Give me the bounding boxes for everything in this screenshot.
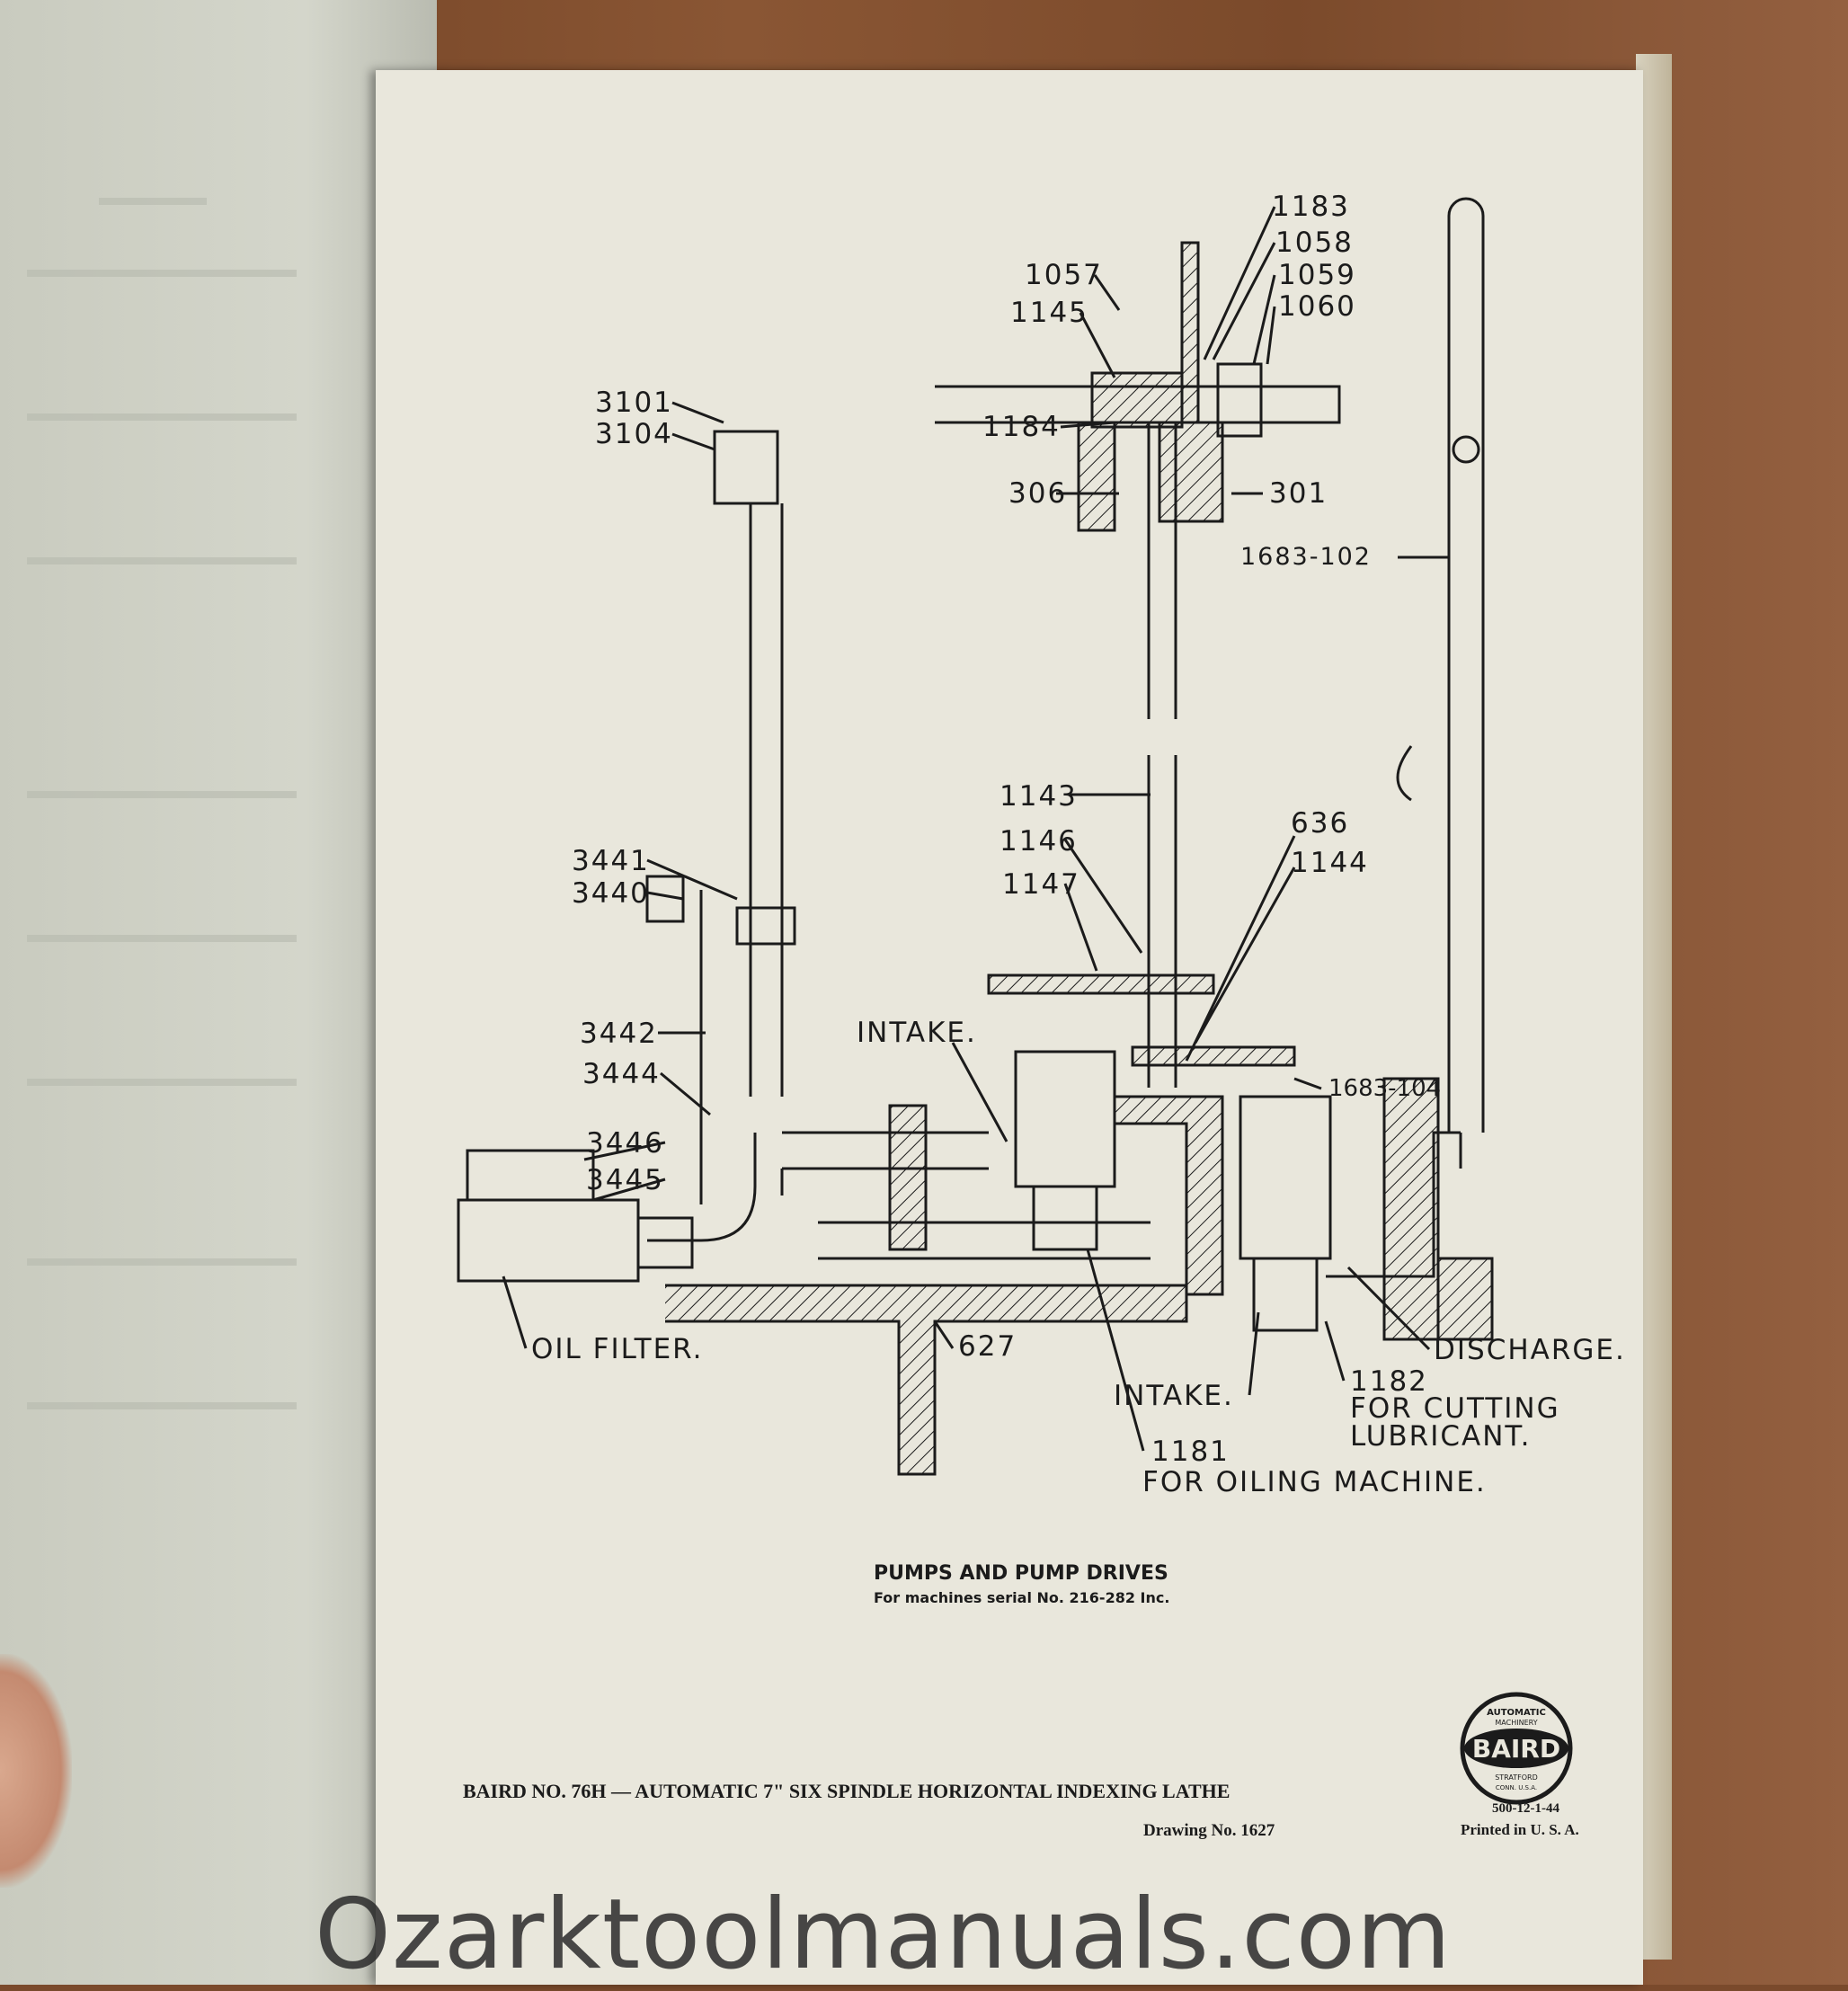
svg-text:AUTOMATIC: AUTOMATIC [1487,1708,1546,1718]
callout-1683-104: 1683-104 [1328,1075,1442,1102]
left-page [0,0,437,1985]
oil-filter-body [457,1198,640,1283]
label-for-cutting: FOR CUTTING [1350,1392,1560,1425]
drawing-subtitle: For machines serial No. 216-282 Inc. [874,1589,1170,1606]
footer-machine-title: BAIRD NO. 76H — AUTOMATIC 7" SIX SPINDLE… [463,1780,1231,1802]
bearing-housing [1077,421,1224,532]
pump-1182-base [1252,1257,1319,1332]
leader-lines-shaft [1056,274,1263,495]
vertical-pipe [1447,197,1485,899]
callout-1143: 1143 [1000,780,1078,813]
vertical-shaft [1147,422,1177,1088]
horizontal-pipes [782,1131,1151,1260]
callout-636: 636 [1291,807,1350,840]
leader-lines-top [1203,206,1276,365]
callout-1146: 1146 [1000,825,1078,858]
pump-1181-base [1032,1185,1098,1251]
callout-3441: 3441 [572,845,650,877]
faint-text [27,1258,297,1266]
callout-1058: 1058 [1275,227,1354,259]
thumb [0,1654,72,1888]
pump-1182 [1239,1095,1332,1260]
side-casting [1382,1077,1494,1341]
right-page [376,70,1643,1985]
callout-1183: 1183 [1272,191,1350,223]
leader-lines-lower [646,858,1322,1142]
callout-1057: 1057 [1025,259,1103,291]
faint-text [27,413,297,421]
label-intake-upper: INTAKE. [857,1017,977,1049]
drawing-number: Drawing No. 1627 [1143,1821,1275,1840]
faint-text [27,935,297,942]
housing-wall [1180,241,1200,424]
callout-3446: 3446 [586,1127,664,1160]
label-oil-filter: OIL FILTER. [531,1333,704,1365]
lock-nuts [1216,362,1263,438]
label-for-oiling-machine: FOR OILING MACHINE. [1142,1466,1487,1498]
callout-3104: 3104 [595,418,673,450]
leader-lines-middle [1063,793,1296,1062]
leader-lines-filter [502,1141,955,1349]
faint-text [27,557,297,564]
callout-301: 301 [1269,477,1328,510]
callout-3442: 3442 [580,1018,658,1050]
pipe-coupling [735,906,796,946]
pump-1181 [1014,1050,1116,1188]
print-code: 500-12-1-44 [1492,1801,1559,1816]
pipe-fitting [1452,435,1480,464]
faint-text [27,1079,297,1086]
filter-bracket [466,1149,595,1202]
discharge-pipe [1326,899,1485,1278]
faint-text [99,198,207,205]
faint-text [27,791,297,798]
intake-casting [888,1104,928,1251]
callout-3445: 3445 [586,1164,664,1196]
label-discharge: DISCHARGE. [1434,1334,1626,1366]
vertical-pipe-left [749,503,784,1097]
callout-627: 627 [958,1330,1017,1363]
filter-fitting [636,1216,694,1269]
callout-1683-102: 1683-102 [1240,543,1372,571]
svg-text:STRATFORD: STRATFORD [1495,1773,1538,1782]
svg-text:MACHINERY: MACHINERY [1495,1719,1537,1727]
pipe-elbow [647,1133,784,1242]
gear-hub [1090,371,1184,429]
callout-1060: 1060 [1278,290,1356,323]
callout-1059: 1059 [1278,259,1356,291]
callout-3440: 3440 [572,877,650,910]
label-intake-lower: INTAKE. [1114,1380,1234,1412]
callout-1144: 1144 [1291,847,1369,879]
mounting-plate [987,973,1215,995]
bracket-3101 [713,430,779,505]
reservoir-wall [1113,1095,1224,1296]
callout-1181: 1181 [1151,1435,1230,1468]
callout-3444: 3444 [582,1058,661,1090]
svg-text:CONN. U.S.A.: CONN. U.S.A. [1496,1784,1537,1791]
faint-text [27,270,297,277]
callout-1184: 1184 [982,411,1061,443]
valve-handle [1396,745,1413,802]
callout-306: 306 [1008,477,1068,510]
base-casting [665,1284,1188,1476]
leader-lines-pumps [1086,1249,1431,1452]
callout-1145: 1145 [1010,297,1088,329]
printed-in-usa: Printed in U. S. A. [1461,1821,1579,1838]
watermark: Ozarktoolmanuals.com [315,1879,1453,1991]
callout-1182: 1182 [1350,1365,1428,1398]
baird-logo: BAIRD AUTOMATIC MACHINERY STRATFORD CONN… [1460,1692,1573,1805]
drive-plate [1131,1045,1296,1067]
svg-text:BAIRD: BAIRD [1472,1734,1560,1764]
faint-text [27,1402,297,1409]
label-lubricant: LUBRICANT. [1350,1420,1532,1453]
callout-3101: 3101 [595,387,673,419]
callout-1147: 1147 [1002,868,1080,901]
leader-lines-pipes [671,401,1449,559]
drawing-title: PUMPS AND PUMP DRIVES [874,1562,1168,1585]
